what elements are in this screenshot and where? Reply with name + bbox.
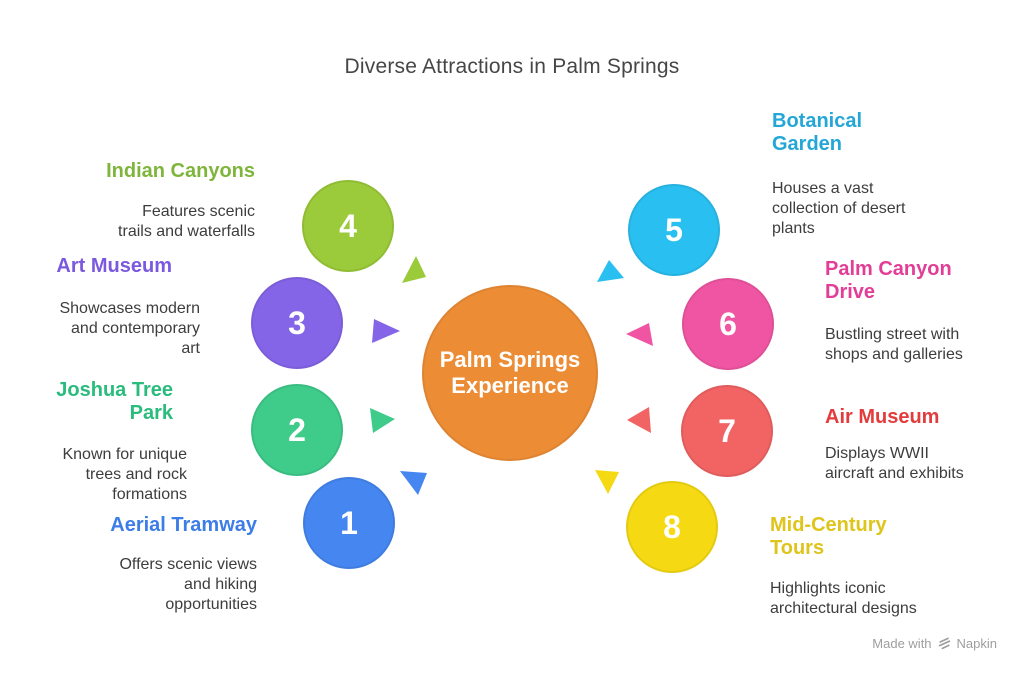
label-air-museum: Air Museum	[825, 406, 940, 428]
arrow-6-icon	[626, 323, 653, 346]
arrow-7-icon	[627, 407, 651, 433]
circle-5-botanical-garden: 5	[628, 184, 720, 276]
napkin-logo-icon	[938, 637, 950, 649]
arrow-2-icon	[370, 408, 395, 433]
circle-1-aerial-tramway: 1	[303, 477, 395, 569]
desc-joshua-tree-park: Known for unique trees and rock formatio…	[62, 446, 187, 503]
made-with-napkin-credit: Made with Napkin	[872, 634, 997, 652]
center-circle: Palm Springs Experience	[422, 285, 598, 461]
desc-palm-canyon-drive: Bustling street with shops and galleries	[825, 326, 963, 363]
napkin-brand-text: Napkin	[956, 635, 997, 651]
circle-6-number: 6	[719, 305, 737, 342]
circle-8-mid-century-tours: 8	[626, 481, 718, 573]
circle-2-joshua-tree: 2	[251, 384, 343, 476]
desc-indian-canyons: Features scenic trails and waterfalls	[118, 203, 255, 240]
circle-7-air-museum: 7	[681, 385, 773, 477]
label-joshua-tree-park: Joshua Tree Park	[56, 379, 173, 424]
arrow-3-icon	[372, 319, 400, 343]
circle-4-number: 4	[339, 207, 357, 244]
circle-2-number: 2	[288, 411, 306, 448]
label-art-museum: Art Museum	[56, 255, 172, 277]
arrow-8-icon	[595, 470, 619, 494]
circle-3-number: 3	[288, 304, 306, 341]
desc-mid-century-tours: Highlights iconic architectural designs	[770, 580, 917, 617]
circle-1-number: 1	[340, 504, 358, 541]
desc-air-museum: Displays WWII aircraft and exhibits	[825, 445, 964, 482]
arrow-1-icon	[400, 471, 427, 495]
label-palm-canyon-drive: Palm Canyon Drive	[825, 258, 952, 303]
center-label: Palm Springs Experience	[439, 347, 581, 398]
arrow-4-icon	[402, 256, 426, 283]
circle-6-palm-canyon-drive: 6	[682, 278, 774, 370]
circle-7-number: 7	[718, 412, 736, 449]
circle-3-art-museum: 3	[251, 277, 343, 369]
label-aerial-tramway: Aerial Tramway	[110, 514, 257, 536]
desc-botanical-garden: Houses a vast collection of desert plant…	[772, 180, 906, 237]
page-title: Diverse Attractions in Palm Springs	[344, 55, 680, 78]
circle-4-indian-canyons: 4	[302, 180, 394, 272]
circle-8-number: 8	[663, 508, 681, 545]
label-mid-century-tours: Mid-Century Tours	[770, 514, 887, 559]
label-indian-canyons: Indian Canyons	[106, 160, 255, 182]
circle-5-number: 5	[665, 211, 683, 248]
label-botanical-garden: Botanical Garden	[772, 110, 863, 155]
made-with-text: Made with	[872, 635, 932, 651]
desc-aerial-tramway: Offers scenic views and hiking opportuni…	[119, 556, 257, 613]
desc-art-museum: Showcases modern and contemporary art	[59, 300, 200, 357]
arrow-5-icon	[597, 260, 624, 282]
